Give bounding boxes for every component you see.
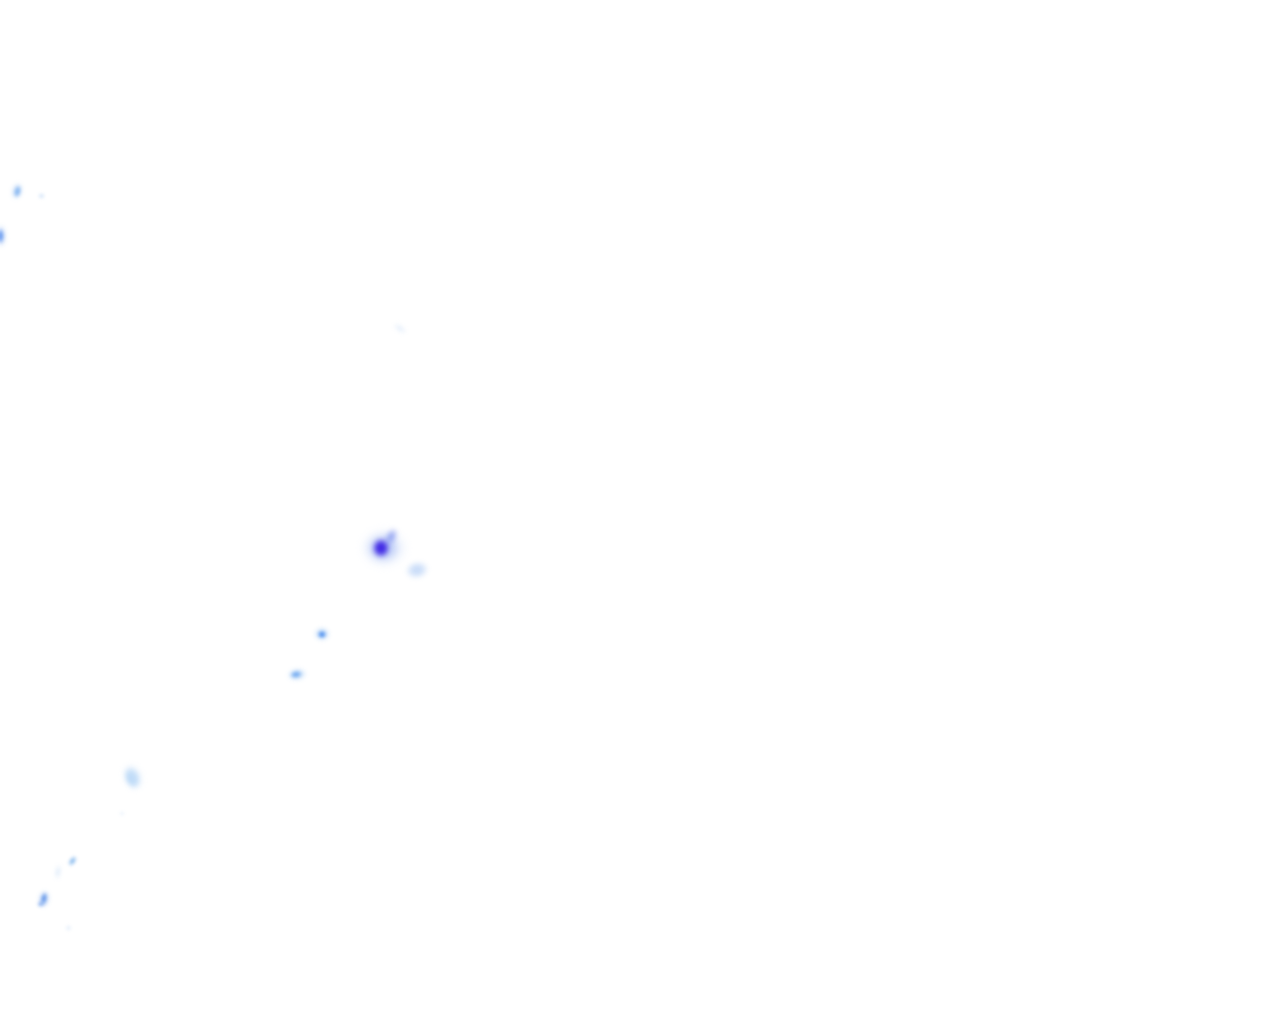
blob-light-right [403, 559, 431, 581]
blob-small-core [289, 669, 303, 679]
edge-mark-left-core [0, 228, 4, 244]
blob-main-halo [366, 533, 400, 563]
blob-main-outer-halo [360, 528, 408, 568]
blob-main-core [372, 538, 390, 558]
dot-topleft-faint [37, 193, 45, 199]
comma-topleft-core [12, 183, 22, 199]
dot-mid-core [318, 630, 326, 638]
smudge-diagonal-halo [118, 760, 148, 794]
blob-small-halo [286, 666, 308, 682]
comma-bottom-halo [36, 889, 52, 909]
edge-mark-left-halo [0, 224, 7, 248]
streak-faint-vertical [53, 863, 63, 881]
comma-topleft-halo [9, 180, 25, 202]
dot-faint-bottom [64, 925, 72, 931]
dot-mid-halo [314, 627, 330, 641]
dash-faint-upper [391, 320, 409, 336]
blob-main-arm [381, 525, 401, 549]
tick-lower [65, 854, 79, 868]
dot-faint-mid-left [119, 810, 125, 816]
smudge-diagonal [121, 765, 143, 791]
comma-bottom-hook [36, 899, 46, 909]
comma-bottom-core [39, 891, 49, 905]
